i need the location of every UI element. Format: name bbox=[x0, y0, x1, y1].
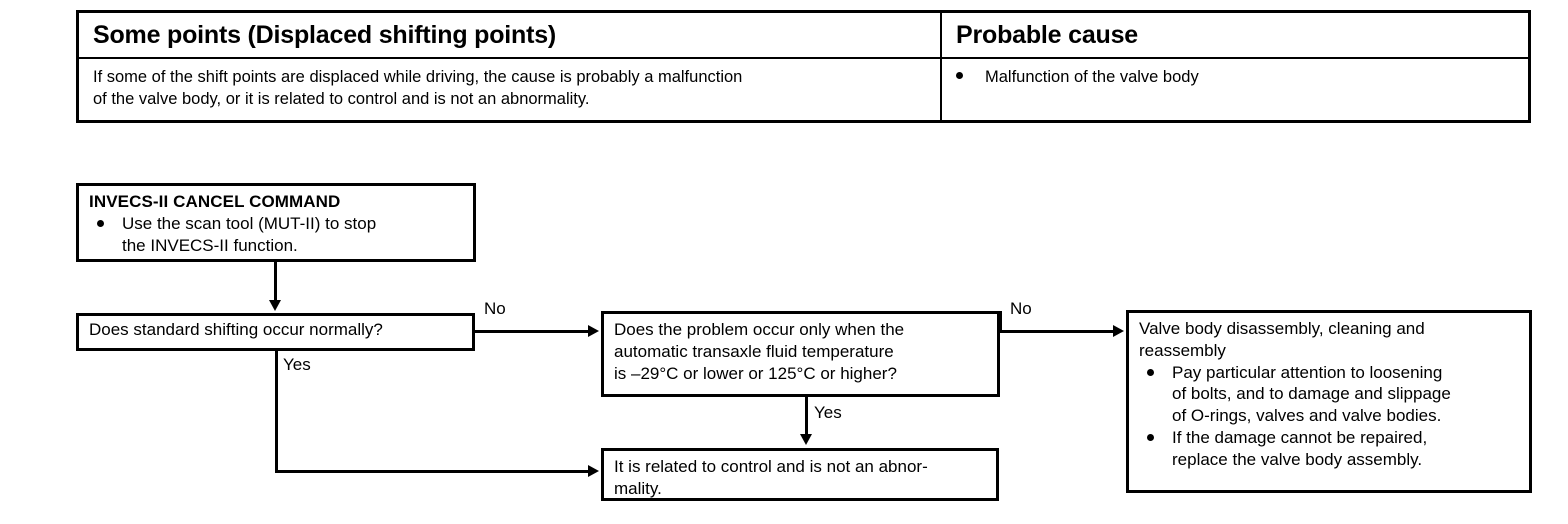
control-box-line-2: mality. bbox=[614, 478, 662, 498]
flow-box-invecs-cancel-command: INVECS-II CANCEL COMMAND Use the scan to… bbox=[76, 183, 476, 262]
edge-label-no-1: No bbox=[484, 299, 506, 318]
table-cell-probable-cause: Malfunction of the valve body bbox=[942, 59, 1528, 120]
list-item: If the damage cannot be repaired, replac… bbox=[1139, 427, 1521, 471]
valve-box-item-2-line-2: replace the valve body assembly. bbox=[1172, 449, 1423, 469]
list-item: Use the scan tool (MUT-II) to stop the I… bbox=[89, 213, 465, 257]
connector-temp-no-stub bbox=[999, 311, 1002, 333]
list-item: Pay particular attention to loosening of… bbox=[1139, 362, 1521, 427]
temp-box-line-1: Does the problem occur only when the bbox=[614, 320, 905, 339]
decision-box-text: Does standard shifting occur normally? bbox=[89, 320, 383, 340]
temp-box-line-2: automatic transaxle fluid temperature bbox=[614, 341, 894, 361]
arrow-right-icon bbox=[1113, 325, 1124, 337]
bullet-icon bbox=[956, 72, 963, 79]
flow-box-related-to-control: It is related to control and is not an a… bbox=[601, 448, 999, 501]
valve-box-heading-line-2: reassembly bbox=[1139, 340, 1226, 360]
edge-label-yes-1: Yes bbox=[283, 355, 311, 374]
table-header-probable-cause: Probable cause bbox=[942, 13, 1528, 59]
valve-box-heading-line-1: Valve body disassembly, cleaning and bbox=[1139, 319, 1425, 338]
edge-label-yes-2: Yes bbox=[814, 403, 842, 422]
valve-box-item-2-line-1: If the damage cannot be repaired, bbox=[1172, 427, 1428, 447]
valve-box-item-2-body: If the damage cannot be repaired, replac… bbox=[1172, 427, 1521, 471]
invecs-box-item-line-2: the INVECS-II function. bbox=[122, 235, 298, 255]
invecs-box-item-body: Use the scan tool (MUT-II) to stop the I… bbox=[122, 213, 465, 257]
table-header-probable-cause-label: Probable cause bbox=[956, 20, 1139, 49]
arrow-down-icon bbox=[269, 300, 281, 311]
table-header-symptom: Some points (Displaced shifting points) bbox=[79, 13, 942, 59]
arrow-right-icon bbox=[588, 325, 599, 337]
table-cell-symptom-description: If some of the shift points are displace… bbox=[79, 59, 942, 120]
invecs-box-item-line-1: Use the scan tool (MUT-II) to stop bbox=[122, 213, 377, 233]
invecs-box-title: INVECS-II CANCEL COMMAND bbox=[89, 192, 341, 211]
temp-box-line-3: is –29°C or lower or 125°C or higher? bbox=[614, 363, 897, 383]
connector-temp-no-horizontal bbox=[999, 330, 1113, 333]
valve-box-item-1-line-1: Pay particular attention to loosening bbox=[1172, 362, 1443, 382]
connector-decision-yes-vertical bbox=[275, 351, 278, 473]
bullet-icon bbox=[1147, 368, 1154, 376]
valve-box-item-1-line-3: of O-rings, valves and valve bodies. bbox=[1172, 406, 1442, 425]
connector-decision-yes-horizontal bbox=[275, 470, 588, 473]
symptom-table: Some points (Displaced shifting points) … bbox=[76, 10, 1531, 123]
arrow-right-icon bbox=[588, 465, 599, 477]
valve-box-item-1-body: Pay particular attention to loosening of… bbox=[1172, 362, 1521, 427]
bullet-icon bbox=[97, 219, 104, 227]
arrow-down-icon bbox=[800, 434, 812, 445]
symptom-description-line-1: If some of the shift points are displace… bbox=[93, 68, 743, 86]
connector-invecs-to-decision bbox=[274, 262, 277, 302]
edge-label-no-2: No bbox=[1010, 299, 1032, 318]
connector-decision-no bbox=[475, 330, 588, 333]
connector-temp-yes bbox=[805, 397, 808, 436]
symptom-description-line-2: of the valve body, or it is related to c… bbox=[93, 89, 590, 108]
probable-cause-text: Malfunction of the valve body bbox=[985, 68, 1199, 86]
flow-box-decision-standard-shifting: Does standard shifting occur normally? bbox=[76, 313, 475, 351]
bullet-icon bbox=[1147, 433, 1154, 441]
flow-box-valve-body-service: Valve body disassembly, cleaning and rea… bbox=[1126, 310, 1532, 493]
list-item: Malfunction of the valve body bbox=[956, 67, 1199, 89]
valve-box-item-1-line-2: of bolts, and to damage and slippage bbox=[1172, 384, 1451, 404]
flow-box-decision-fluid-temperature: Does the problem occur only when the aut… bbox=[601, 311, 1000, 397]
control-box-line-1: It is related to control and is not an a… bbox=[614, 457, 928, 476]
